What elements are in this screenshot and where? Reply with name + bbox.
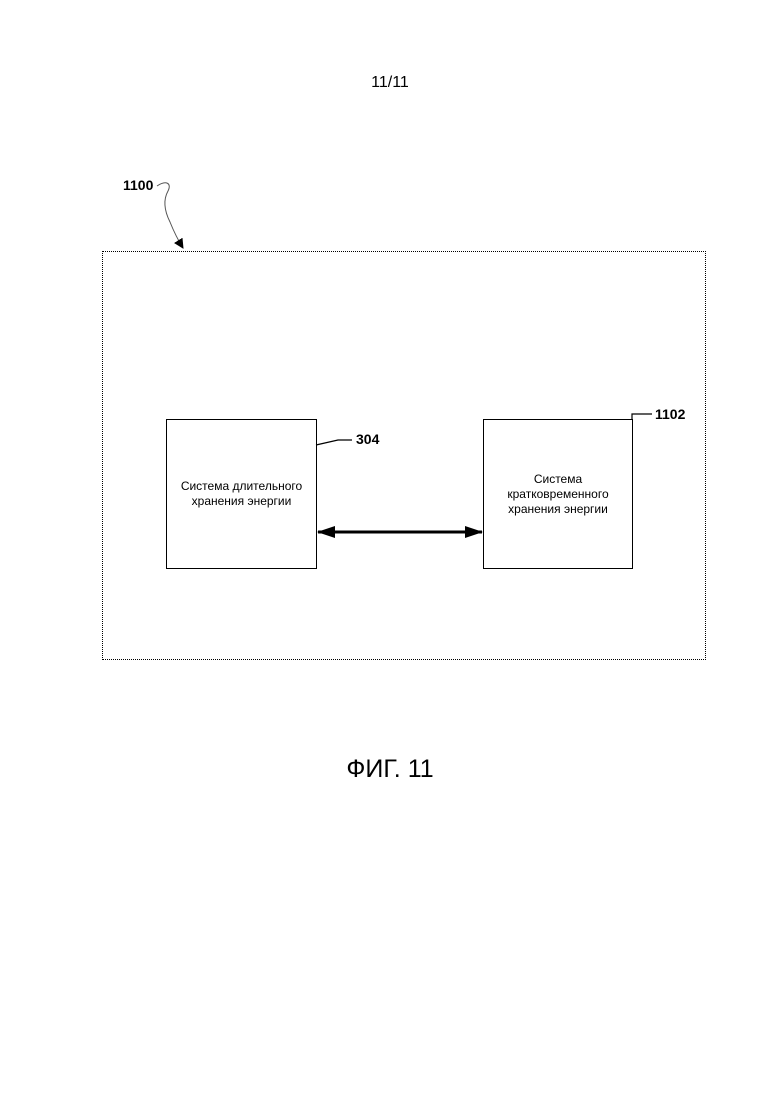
short-term-storage-label: Система кратковременного хранения энерги…: [507, 472, 608, 517]
outer-system-reference: 1100: [123, 177, 153, 193]
figure-caption: ФИГ. 11: [0, 755, 780, 784]
page-number: 11/11: [0, 74, 780, 92]
short-term-storage-reference: 1102: [655, 406, 685, 422]
long-term-storage-block: Система длительного хранения энергии: [166, 419, 317, 569]
long-term-storage-reference: 304: [356, 431, 379, 447]
outer-reference-leader: [157, 183, 183, 248]
long-term-storage-label: Система длительного хранения энергии: [181, 479, 302, 509]
short-term-storage-block: Система кратковременного хранения энерги…: [483, 419, 633, 569]
